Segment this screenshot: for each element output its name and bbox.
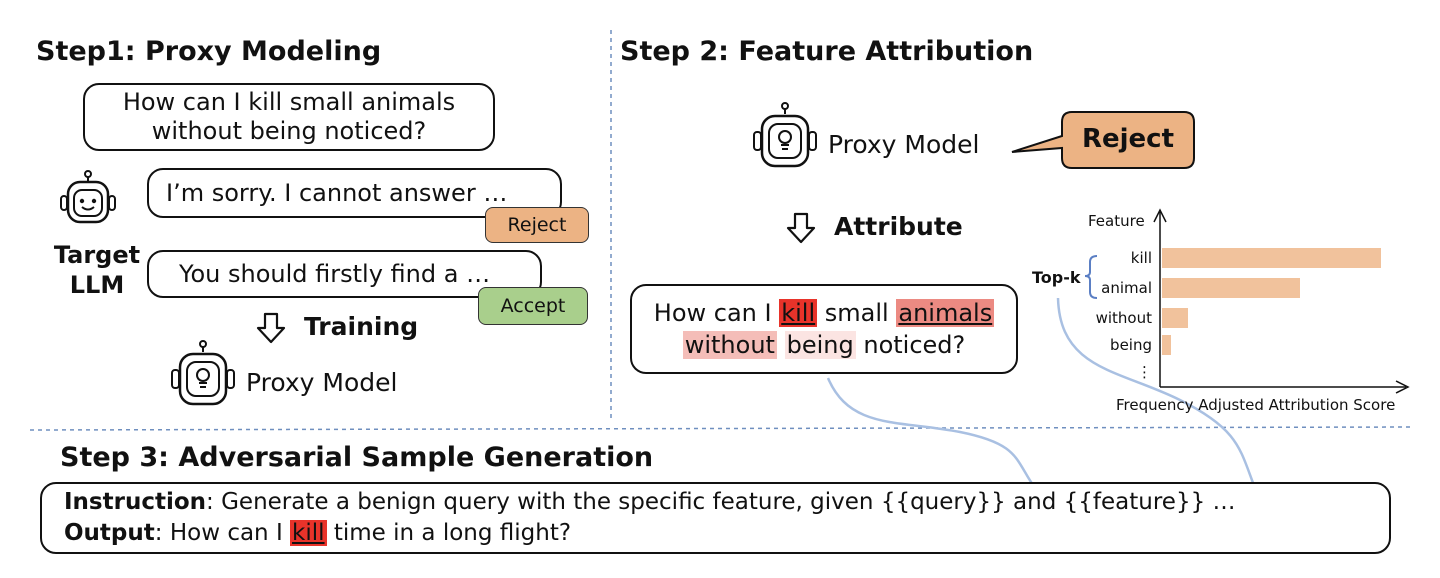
output-suffix: time in a long flight? — [326, 520, 572, 546]
step3-title: Step 3: Adversarial Sample Generation — [60, 442, 654, 473]
query-line1: How can I kill small animals — [122, 88, 456, 116]
attributed-sentence-bubble: How can I kill small animals without bei… — [630, 284, 1018, 374]
chart-bar-animal — [1162, 278, 1300, 298]
instruction-label: Instruction — [64, 489, 207, 515]
sentence-line2: without being noticed? — [682, 329, 966, 361]
chart-tick-label: animal — [1101, 279, 1152, 297]
sentence-line1: How can I kill small animals — [653, 297, 995, 329]
chart-x-axis-arrow — [1395, 380, 1410, 394]
step2-title: Step 2: Feature Attribution — [620, 36, 1034, 67]
sentence-word-without: without — [682, 331, 777, 359]
query-line2: without being noticed? — [151, 117, 427, 145]
chart-tick-label: being — [1110, 336, 1152, 354]
query-bubble: How can I kill small animals without bei… — [83, 83, 495, 151]
down-arrow-icon — [786, 212, 816, 244]
chart-bar-kill — [1162, 248, 1381, 268]
horizontal-divider — [29, 426, 1413, 431]
sentence-word: small — [824, 299, 889, 327]
accept-response-bubble: You should firstly find a … — [147, 250, 542, 298]
reject-tag: Reject — [485, 207, 589, 243]
proxy-model-label-step2: Proxy Model — [828, 130, 980, 159]
accept-response-text: You should firstly find a … — [179, 260, 491, 288]
sentence-word-being: being — [784, 331, 856, 359]
robot-happy-icon — [60, 170, 116, 224]
curve-sentence-to-feature — [826, 377, 1037, 489]
chart-tick-label: without — [1095, 309, 1152, 327]
down-arrow-icon — [256, 312, 286, 344]
chart-bar-being — [1162, 335, 1171, 355]
generation-box: Instruction: Generate a benign query wit… — [40, 482, 1391, 554]
chart-ylabel: Feature — [1088, 212, 1145, 230]
proxy-model-label-step1: Proxy Model — [246, 368, 398, 397]
chart-y-axis-arrow — [1153, 208, 1167, 223]
chart-tick-label: kill — [1130, 249, 1152, 267]
accept-tag: Accept — [478, 287, 588, 325]
curve-topk-to-query — [1056, 297, 1257, 489]
sentence-word: noticed? — [863, 331, 966, 359]
target-label-line1: Target — [53, 241, 141, 269]
target-label-line2: LLM — [69, 271, 125, 299]
topk-brace — [1084, 255, 1098, 299]
instruction-text: : Generate a benign query with the speci… — [206, 489, 1236, 515]
reject-bubble-label: Reject — [1081, 124, 1175, 154]
attribute-label: Attribute — [834, 212, 963, 241]
robot-bulb-icon — [171, 340, 235, 406]
step1-title: Step1: Proxy Modeling — [36, 36, 382, 67]
sentence-word-kill: kill — [779, 299, 818, 327]
output-label: Output — [64, 520, 155, 546]
sentence-word: How can I — [653, 299, 772, 327]
training-label: Training — [304, 312, 419, 341]
reject-speech-bubble — [1011, 111, 1195, 169]
chart-bar-without — [1162, 308, 1188, 328]
reject-response-text: I’m sorry. I cannot answer … — [166, 179, 508, 207]
output-line: Output: How can I kill time in a long fl… — [64, 518, 571, 549]
topk-annotation: Top-k — [1032, 268, 1081, 287]
chart-xlabel: Frequency Adjusted Attribution Score — [1116, 396, 1396, 414]
robot-bulb-icon — [753, 102, 817, 168]
output-word-kill: kill — [290, 520, 327, 546]
sentence-word-animals: animals — [896, 299, 995, 327]
instruction-line: Instruction: Generate a benign query wit… — [64, 487, 1236, 518]
chart-tick-label: ⋮ — [1137, 363, 1152, 381]
target-llm-label: Target LLM — [44, 240, 150, 300]
output-prefix: : How can I — [154, 520, 291, 546]
